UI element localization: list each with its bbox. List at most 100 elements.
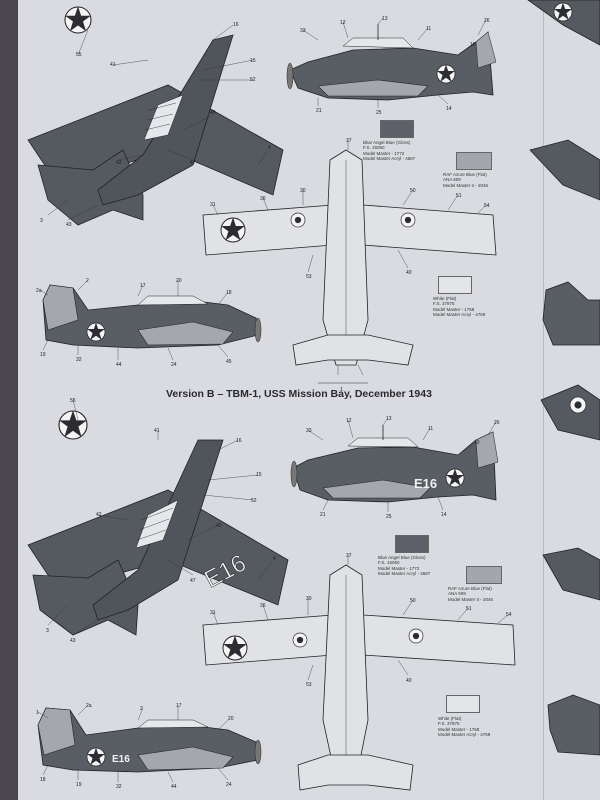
callout-number: 4 <box>273 556 276 562</box>
callout-number: 44 <box>171 784 177 790</box>
callout-number: 13 <box>382 16 388 22</box>
b-swatch-line: Model Master II - 2046 <box>448 596 494 602</box>
callout-number: 47 <box>190 578 196 584</box>
version-b-heading: Version B – TBM-1, USS Mission Bay, Dece… <box>166 388 432 400</box>
side-view-a <box>286 17 497 108</box>
callout-number: 13 <box>386 416 392 422</box>
callout-number: 41 <box>110 62 116 68</box>
callout-number: 10 <box>474 440 480 446</box>
callout-number: 52 <box>251 498 257 504</box>
top-view-a <box>27 6 284 226</box>
callout-number: 14 <box>441 512 447 518</box>
callout-number: 43 <box>66 222 72 228</box>
b-swatch-3 <box>446 695 480 713</box>
b-swatch-line: ANA 609 <box>448 591 466 597</box>
top-view-b: E16 <box>27 399 289 636</box>
b-swatch-1 <box>395 535 429 553</box>
callout-number: 40 <box>406 678 412 684</box>
a-swatch-line: F.S. 15050 <box>363 145 385 151</box>
callout-number: 49 <box>210 110 216 116</box>
a-swatch-line: Model Master - 1772 <box>363 150 405 156</box>
callout-number: 50 <box>410 598 416 604</box>
callout-number: 53 <box>306 274 312 280</box>
callout-number: 33 <box>300 28 306 34</box>
a-swatch-1 <box>380 120 414 138</box>
callout-number: 24 <box>226 782 232 788</box>
a-swatch-line: Model Master Acryl - 4687 <box>363 156 416 162</box>
callout-number: 14 <box>446 106 452 112</box>
a-swatch-line: Blue Angel Blue (Gloss) <box>363 140 411 145</box>
callout-number: 44 <box>116 362 122 368</box>
callout-number: 26 <box>494 420 500 426</box>
callout-number: 21 <box>320 512 326 518</box>
callout-number: 2 <box>86 278 89 284</box>
callout-number: 42 <box>116 160 122 166</box>
callout-number: 12 <box>340 20 346 26</box>
callout-number: 50 <box>410 188 416 194</box>
callout-number: 15 <box>250 58 256 64</box>
callout-number: 32 <box>76 357 82 363</box>
callout-number: 3 <box>46 628 49 634</box>
callout-number: 21 <box>316 108 322 114</box>
callout-number: 31 <box>210 202 216 208</box>
b-swatch-line: RAF Azure Blue (Flat) <box>448 586 492 591</box>
callout-number: 36 <box>260 603 266 609</box>
callout-number: 17 <box>140 283 146 289</box>
a-swatch-line: White (Flat) <box>433 296 457 301</box>
callout-number: 15 <box>256 472 262 478</box>
a-swatch-line: Model Master - 1768 <box>433 306 475 312</box>
callout-number: 36 <box>260 196 266 202</box>
callout-number: 52 <box>250 77 256 83</box>
callout-number: 17 <box>176 703 182 709</box>
a-swatch-line: RAF Azure Blue (Flat) <box>443 172 487 177</box>
callout-number: 25 <box>386 514 392 520</box>
callout-number: 41 <box>154 428 160 434</box>
callout-number: 16 <box>233 22 239 28</box>
callout-number: 51 <box>456 193 462 199</box>
instruction-sheet: E16 E16 <box>18 0 600 800</box>
b-swatch-line: White (Flat) <box>438 716 462 721</box>
side-view-b2: E16 <box>37 704 262 783</box>
callout-number: 4 <box>268 145 271 151</box>
callout-number: 16 <box>236 438 242 444</box>
next-version-partial <box>527 0 600 756</box>
callout-number: 20 <box>176 278 182 284</box>
callout-number: 32 <box>116 784 122 790</box>
callout-number: 25 <box>376 110 382 116</box>
callout-number: 43 <box>70 638 76 644</box>
b-swatch-2 <box>466 566 502 584</box>
b-swatch-line: F.S. 15050 <box>378 560 400 566</box>
side-view-b: E16 <box>290 417 499 512</box>
callout-number: 54 <box>506 612 512 618</box>
callout-number: 53 <box>306 682 312 688</box>
b-swatch-line: Model Master - 1772 <box>378 565 420 571</box>
code-letters-side-b: E16 <box>414 476 437 491</box>
callout-number: 18 <box>40 777 46 783</box>
callout-number: 54 <box>484 203 490 209</box>
a-swatch-3 <box>438 276 472 294</box>
b-swatch-line: Model Master Acryl - 4769 <box>438 732 491 738</box>
callout-number: 20 <box>228 716 234 722</box>
callout-number: 19 <box>40 352 46 358</box>
b-swatch-line: Model Master - 1768 <box>438 726 480 732</box>
callout-number: 11 <box>426 26 432 32</box>
callout-number: 45 <box>226 359 232 365</box>
callout-number: 2 <box>140 706 143 712</box>
side-view-a2 <box>39 279 262 361</box>
callout-number: 47 <box>190 160 196 166</box>
callout-number: 51 <box>466 606 472 612</box>
callout-number: 18 <box>226 290 232 296</box>
callout-number: 12 <box>346 418 352 424</box>
aircraft-drawings: E16 E16 <box>27 0 600 791</box>
a-swatch-2 <box>456 152 492 170</box>
a-swatch-line: Model Master II - 2046 <box>443 182 489 188</box>
callout-number: 2a <box>36 288 42 294</box>
callout-number: 55 <box>70 398 76 404</box>
callout-number: 31 <box>210 610 216 616</box>
callout-number: 19 <box>76 782 82 788</box>
